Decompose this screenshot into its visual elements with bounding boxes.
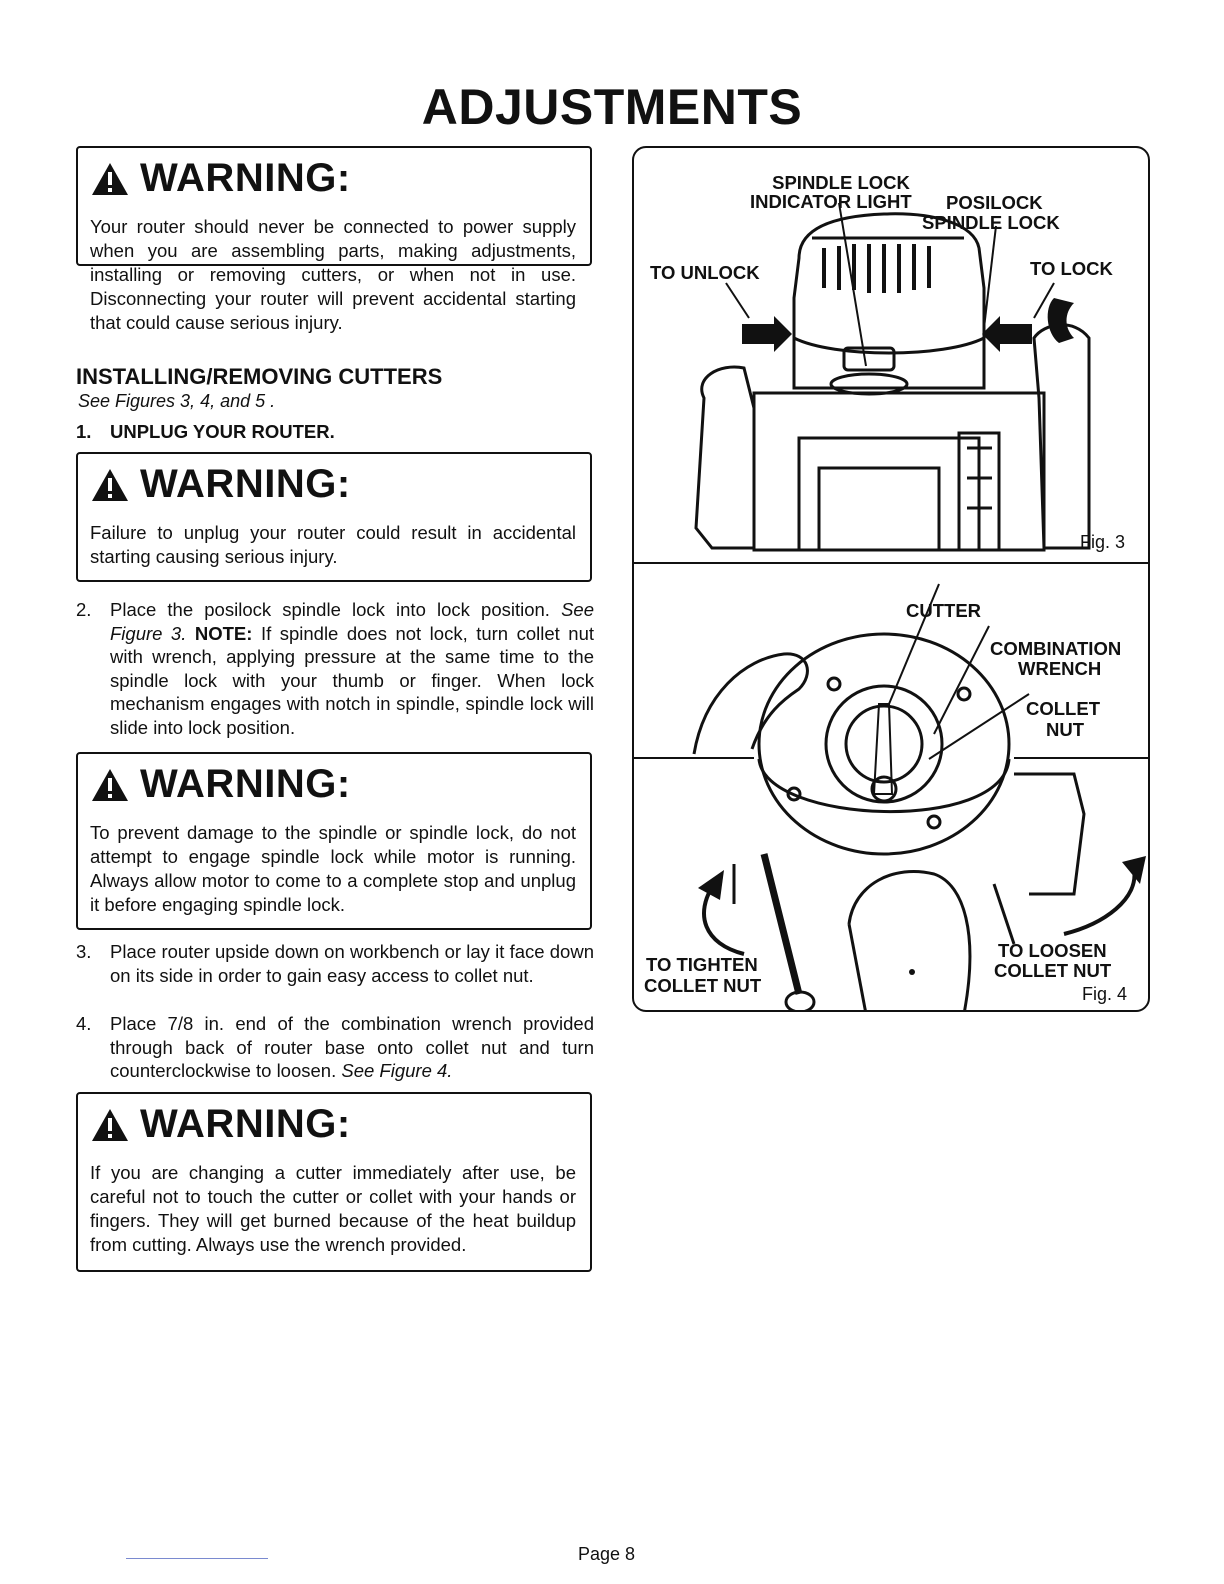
figure-reference: See Figure 3.: [110, 599, 595, 644]
warning-box: WARNING: Your router should never be con…: [76, 146, 592, 333]
label-spindle-lock: SPINDLE LOCK: [772, 172, 910, 193]
warning-text: If you are changing a cutter immediately…: [90, 1162, 576, 1255]
page-number: Page 8: [578, 1544, 636, 1564]
label-combination: COMBINATION: [990, 638, 1122, 659]
footer-rule: [126, 1558, 268, 1559]
figure-panel: SPINDLE LOCK INDICATOR LIGHT POSILOCK SP…: [632, 146, 1150, 1012]
step-text: Place the posilock spindle lock into loc…: [110, 599, 550, 620]
figure-divider: [634, 562, 1148, 564]
note-text: If spindle does not lock, turn collet nu…: [110, 622, 594, 738]
step-1: 1. UNPLUG YOUR ROUTER.: [76, 420, 594, 444]
warning-box: WARNING: Failure to unplug your router c…: [76, 452, 592, 582]
step-3: 3. Place router upside down on workbench…: [76, 940, 594, 987]
note-label: NOTE:: [194, 622, 253, 644]
warning-box: WARNING: If you are changing a cutter im…: [76, 1092, 592, 1272]
label-to-lock: TO LOCK: [1030, 258, 1113, 279]
label-collet-nut: NUT: [1046, 719, 1085, 740]
step-4: 4. Place 7/8 in. end of the combination …: [76, 1012, 594, 1083]
label-to-tighten: TO TIGHTEN: [646, 954, 758, 975]
label-posilock-spindle-lock: SPINDLE LOCK: [922, 212, 1060, 233]
warning-title: WARNING:: [140, 762, 351, 806]
warning-box: WARNING: To prevent damage to the spindl…: [76, 752, 592, 930]
page-title: ADJUSTMENTS: [421, 79, 803, 135]
collet-wrench-illustration: [634, 583, 1148, 1010]
warning-triangle-icon: [92, 768, 128, 801]
label-indicator-light: INDICATOR LIGHT: [750, 191, 912, 212]
step-text: Place router upside down on workbench or…: [110, 941, 594, 986]
warning-triangle-icon: [92, 468, 128, 501]
step-number: 2.: [76, 599, 92, 620]
warning-triangle-icon: [92, 1108, 128, 1141]
label-cutter: CUTTER: [906, 600, 982, 621]
warning-title: WARNING:: [140, 156, 351, 200]
router-spindle-lock-illustration: [694, 202, 1091, 552]
warning-text: To prevent damage to the spindle or spin…: [90, 822, 576, 915]
label-to-tighten-collet-nut: COLLET NUT: [644, 975, 762, 996]
see-figures-note: See Figures 3, 4, and 5 .: [78, 391, 276, 411]
step-number: 1.: [76, 421, 92, 442]
step-text: UNPLUG YOUR ROUTER.: [110, 421, 335, 442]
label-to-unlock: TO UNLOCK: [650, 262, 760, 283]
figure-3-caption: Fig. 3: [1080, 532, 1126, 552]
step-number: 3.: [76, 941, 92, 962]
label-wrench: WRENCH: [1018, 658, 1102, 679]
label-to-loosen-collet-nut: COLLET NUT: [994, 960, 1112, 981]
label-to-loosen: TO LOOSEN: [998, 940, 1107, 961]
figure-4-caption: Fig. 4: [1082, 984, 1128, 1004]
step-number: 4.: [76, 1013, 92, 1034]
warning-text: Failure to unplug your router could resu…: [90, 522, 576, 567]
step-text: Place 7/8 in. end of the combination wre…: [110, 1013, 594, 1081]
warning-title: WARNING:: [140, 462, 351, 506]
step-2: 2. Place the posilock spindle lock into …: [76, 598, 594, 739]
label-collet: COLLET: [1026, 698, 1100, 719]
warning-triangle-icon: [92, 162, 128, 195]
section-heading: INSTALLING/REMOVING CUTTERS: [76, 364, 443, 389]
figure-reference: See Figure 4.: [341, 1060, 453, 1081]
warning-title: WARNING:: [140, 1102, 351, 1146]
label-posilock: POSILOCK: [946, 192, 1043, 213]
warning-text: Your router should never be connected to…: [90, 216, 576, 333]
